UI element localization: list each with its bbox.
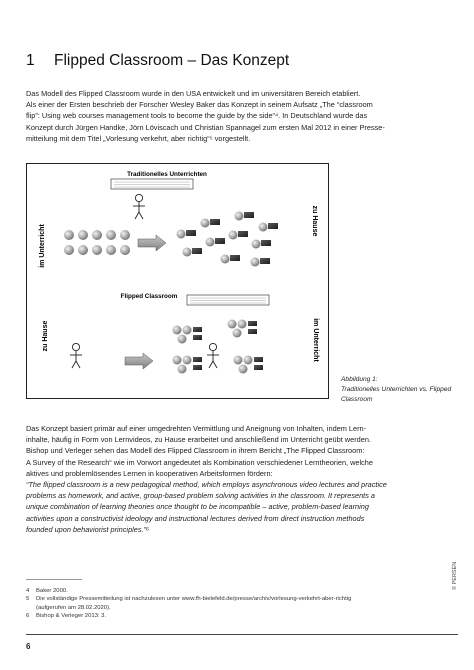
body-paragraph: Das Konzept basiert primär auf einer umg…	[26, 423, 446, 535]
body-line: A Survey of the Research“ wie im Vorwort…	[26, 457, 373, 467]
quote-line: founded upon behaviorist principles.”⁶	[26, 524, 150, 534]
quote-line: activities upon a constructivist ideolog…	[26, 513, 365, 523]
intro-line: Als einer der Ersten beschrieb der Forsc…	[26, 100, 373, 110]
intro-line: Konzept durch Jürgen Handke, Jörn Lövisc…	[26, 122, 385, 132]
student-group-icon	[64, 230, 130, 255]
arrow-right-icon	[137, 234, 167, 252]
footer-divider	[26, 634, 458, 635]
body-line: aktives und problemlösendes Lernen in ko…	[26, 468, 273, 478]
footnote: 6 Bishop & Verleger 2013: 3.	[26, 612, 436, 620]
figure-caption: Abbildung 1: Traditionelles Unterrichten…	[341, 375, 461, 404]
quote-line: unique combination of learning theories …	[26, 502, 369, 512]
footnote-mark	[26, 604, 36, 612]
student-figure-icon	[70, 342, 82, 369]
label-top-right: zu Hause	[311, 206, 318, 237]
board-icon	[110, 178, 194, 190]
intro-paragraph: Das Modell des Flipped Classroom wurde i…	[26, 88, 436, 144]
classroom-group-icon	[172, 319, 263, 374]
home-student-group-icon	[176, 211, 278, 267]
footnote: (aufgerufen am 28.02.2020).	[26, 604, 436, 612]
label-bottom-right: im Unterricht	[312, 318, 319, 362]
footnote: 5 Die vollständige Pressemitteilung ist …	[26, 595, 436, 603]
footnote-divider	[26, 579, 82, 580]
quote-line: “The flipped classroom is a new pedagogi…	[26, 480, 387, 490]
copyright-notice: © PERSEN	[452, 561, 458, 590]
figure-flipped-vs-traditional: Traditionelles Unterrichten im Unterrich…	[26, 163, 329, 399]
quote-line: problems as homework, and active, group-…	[26, 491, 375, 501]
arrow-right-icon	[124, 352, 154, 370]
intro-line: flip”: Using web courses management tool…	[26, 111, 368, 121]
footnote-mark: 4	[26, 588, 30, 594]
body-line: Bishop und Verleger sehen das Modell des…	[26, 446, 365, 456]
chapter-heading: 1 Flipped Classroom – Das Konzept	[26, 52, 446, 70]
figure-caption-label: Abbildung 1:	[341, 376, 378, 383]
figure-bottom-title: Flipped Classroom	[121, 293, 178, 300]
page-number: 6	[26, 642, 31, 651]
footnote-mark: 5	[26, 596, 30, 603]
intro-line: Das Modell des Flipped Classroom wurde i…	[26, 89, 361, 98]
footnote-text: Baker 2000.	[36, 588, 68, 594]
board-icon	[186, 294, 270, 306]
figure-illustration: Traditionelles Unterrichten im Unterrich…	[39, 171, 319, 374]
chapter-title: Flipped Classroom – Das Konzept	[54, 52, 290, 69]
intro-line: mitteilung mit dem Titel „Vorlesung verk…	[26, 133, 251, 143]
footnote: 4 Baker 2000.	[26, 587, 436, 595]
footnote-text: Bishop & Verleger 2013: 3.	[36, 612, 107, 619]
footnote-text: Die vollständige Pressemitteilung ist na…	[36, 596, 352, 603]
body-line: inhalte, häufig in Form von Lernvideos, …	[26, 435, 371, 445]
figure-caption-text: Traditionelles Unterrichten vs. Flipped …	[341, 385, 452, 403]
label-top-left: im Unterricht	[39, 224, 46, 268]
figure-top-title: Traditionelles Unterrichten	[127, 171, 207, 178]
label-bottom-left: zu Hause	[42, 321, 49, 352]
footnote-mark: 6	[26, 612, 30, 619]
chapter-number: 1	[26, 52, 35, 69]
body-line: Das Konzept basiert primär auf einer umg…	[26, 424, 367, 433]
footnote-text: (aufgerufen am 28.02.2020).	[36, 604, 111, 611]
teacher-figure-icon	[207, 342, 219, 369]
footnotes: 4 Baker 2000. 5 Die vollständige Pressem…	[26, 587, 436, 620]
teacher-figure-icon	[133, 193, 145, 220]
